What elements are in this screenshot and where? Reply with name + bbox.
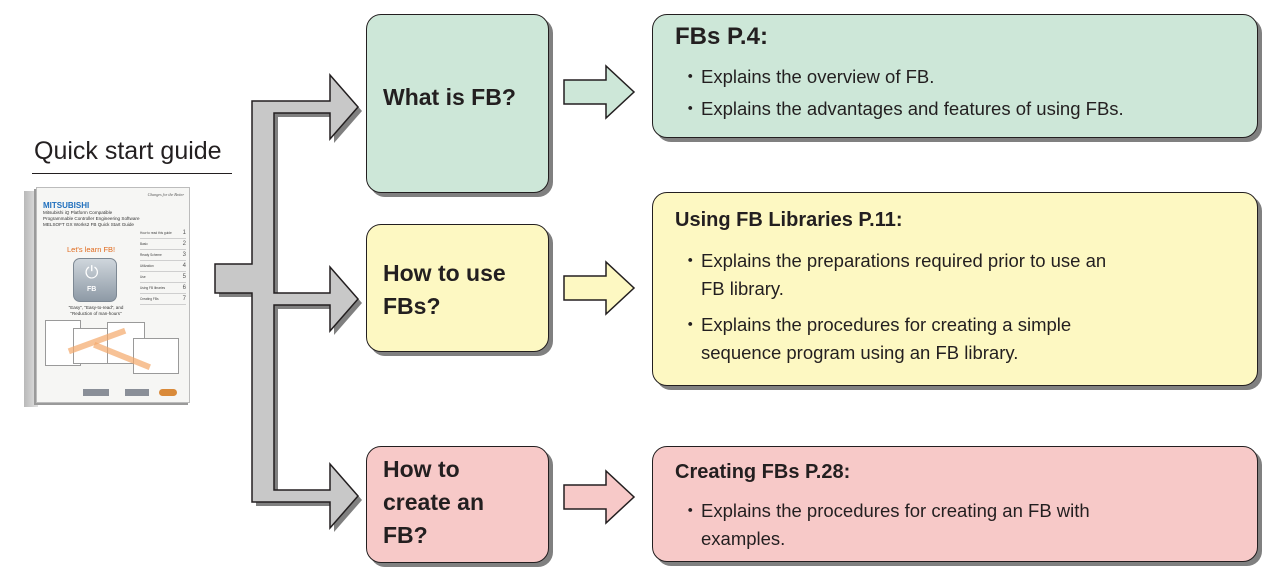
cover-logo bbox=[159, 389, 177, 396]
arrow-what-is-fb bbox=[563, 64, 636, 120]
cover-tagline: Changes for the Better bbox=[147, 192, 184, 197]
info-heading: Creating FBs P.28: bbox=[675, 461, 851, 483]
cover-screenshot bbox=[133, 338, 179, 374]
arrow-how-to-use bbox=[563, 260, 636, 316]
fb-power-icon: ⏻ FB bbox=[73, 258, 117, 302]
bullet-mark: ・ bbox=[681, 66, 700, 87]
power-symbol-icon: ⏻ bbox=[85, 263, 99, 282]
bullet-item: ・ Explains the preparations required pri… bbox=[681, 247, 1106, 303]
bullet-item: ・ Explains the overview of FB. bbox=[681, 63, 934, 91]
question-text: What is FB? bbox=[383, 84, 516, 110]
book-spine bbox=[24, 191, 38, 407]
bullet-item: ・ Explains the advantages and features o… bbox=[681, 95, 1124, 123]
book-cover: Changes for the Better MITSUBISHI Mitsub… bbox=[36, 187, 190, 403]
cover-title: Mitsubishi iQ Platform Compatible Progra… bbox=[43, 210, 140, 227]
question-box-how-to-create: How to create an FB? bbox=[366, 446, 549, 563]
question-text: How to create an FB? bbox=[383, 456, 485, 548]
branch-arrow bbox=[214, 73, 359, 530]
info-box-fbs: FBs P.4: ・ Explains the overview of FB. … bbox=[652, 14, 1258, 138]
info-box-creating-fbs: Creating FBs P.28: ・ Explains the proced… bbox=[652, 446, 1258, 562]
guide-label: Quick start guide bbox=[34, 137, 222, 165]
bullet-mark: ・ bbox=[681, 250, 700, 271]
fb-icon-label: FB bbox=[87, 286, 97, 293]
question-text: How to use FBs? bbox=[383, 260, 506, 319]
bullet-mark: ・ bbox=[681, 98, 700, 119]
cover-slogan: "Easy", "Easy-to-read", and "Reduction o… bbox=[68, 305, 124, 316]
info-heading: Using FB Libraries P.11: bbox=[675, 209, 903, 231]
guide-label-underline bbox=[32, 173, 232, 174]
bullet-mark: ・ bbox=[681, 500, 700, 521]
arrow-how-to-create bbox=[563, 469, 636, 525]
cover-heading: Let's learn FB! bbox=[67, 245, 116, 254]
info-box-fb-libraries: Using FB Libraries P.11: ・ Explains the … bbox=[652, 192, 1258, 386]
bullet-item: ・ Explains the procedures for creating a… bbox=[681, 311, 1071, 367]
question-box-how-to-use: How to use FBs? bbox=[366, 224, 549, 352]
question-box-what-is-fb: What is FB? bbox=[366, 14, 549, 193]
cover-logo bbox=[125, 389, 149, 396]
info-heading: FBs P.4: bbox=[675, 23, 768, 50]
bullet-item: ・ Explains the procedures for creating a… bbox=[681, 497, 1090, 553]
cover-brand: MITSUBISHI bbox=[43, 201, 90, 210]
cover-logo bbox=[83, 389, 109, 396]
quick-start-guide-book: Changes for the Better MITSUBISHI Mitsub… bbox=[20, 183, 190, 408]
bullet-mark: ・ bbox=[681, 314, 700, 335]
